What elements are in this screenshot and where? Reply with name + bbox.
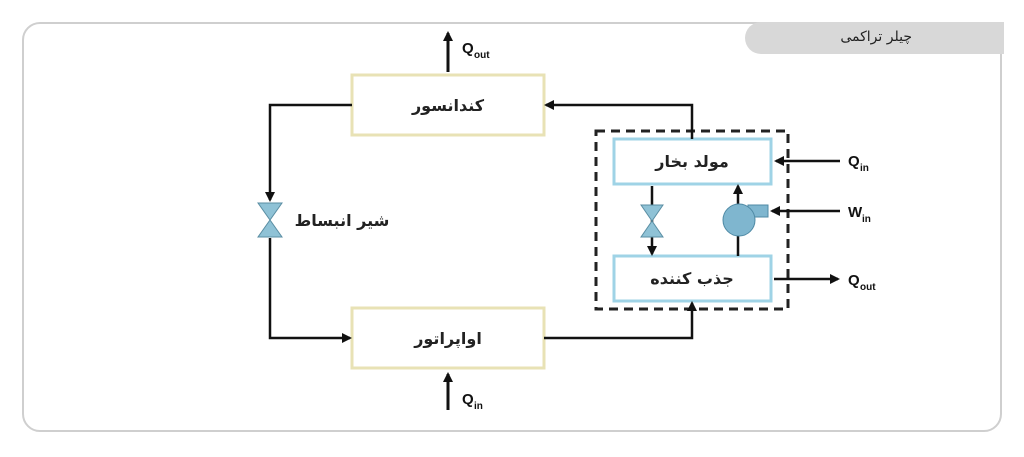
- card-frame: [22, 22, 1002, 432]
- line-generator-to-condenser: [544, 100, 694, 139]
- inner-valve-icon: [640, 204, 664, 238]
- w-in-right-sub: in: [862, 214, 871, 225]
- q-out-right-main: Q: [848, 272, 860, 289]
- q-out-top-main: Q: [462, 40, 474, 57]
- q-in-bottom-main: Q: [462, 391, 474, 408]
- title-tag-label: چیلر تراکمی: [840, 29, 912, 45]
- title-tag: چیلر تراکمی: [745, 22, 1004, 54]
- condenser-label: کندانسور: [411, 96, 485, 115]
- evaporator-label: اواپراتور: [413, 329, 482, 349]
- line-evaporator-to-absorber: [544, 301, 697, 340]
- w-in-right-main: W: [848, 204, 863, 221]
- q-out-top-sub: out: [474, 50, 490, 61]
- condenser-box: [350, 73, 546, 137]
- q-out-right-sub: out: [860, 282, 876, 293]
- line-valve-to-evaporator: [268, 238, 352, 343]
- expansion-valve-icon: [257, 202, 283, 238]
- q-in-bottom-sub: in: [474, 401, 483, 412]
- line-condenser-to-valve: [265, 103, 352, 202]
- absorber-label: جذب کننده: [650, 269, 733, 288]
- expansion-valve-label: شیر انبساط: [295, 211, 390, 230]
- pump-icon: [722, 203, 769, 237]
- q-in-right-main: Q: [848, 153, 860, 170]
- generator-label: مولد بخار: [654, 152, 729, 171]
- generator-box: [612, 137, 773, 186]
- q-in-right-sub: in: [860, 163, 869, 174]
